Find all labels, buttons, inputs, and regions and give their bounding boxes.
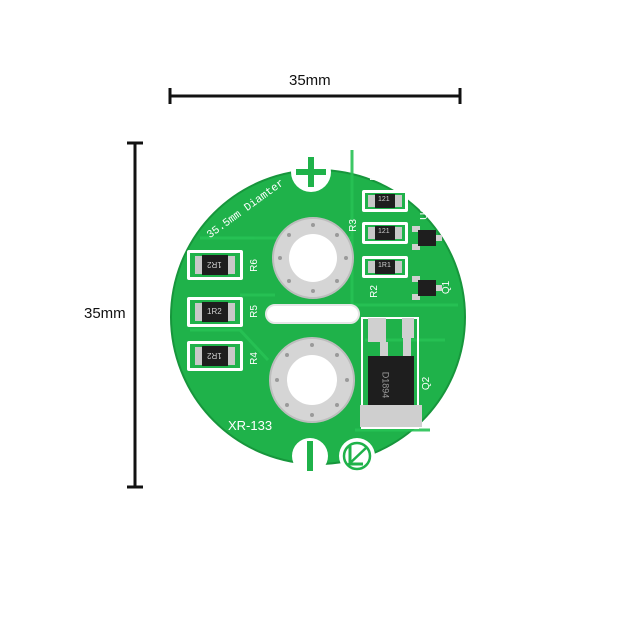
transistor-q1 bbox=[412, 276, 442, 300]
width-dimension-line bbox=[168, 88, 462, 104]
height-dimension-line bbox=[127, 141, 143, 489]
marking-r4: 1R2 bbox=[207, 351, 222, 360]
designator-r3: R3 bbox=[347, 219, 359, 232]
ic-u1 bbox=[412, 226, 442, 250]
designator-r4: R4 bbox=[248, 352, 260, 365]
marking-r2: 1R1 bbox=[378, 262, 391, 269]
marking-r1: 121 bbox=[378, 196, 390, 203]
plus-polarity-icon bbox=[291, 152, 331, 192]
minus-polarity-icon bbox=[292, 438, 328, 474]
marking-r5: 1R2 bbox=[207, 307, 222, 316]
resistor-r5 bbox=[187, 297, 243, 327]
lead-free-icon bbox=[339, 438, 375, 474]
designator-r1: R1 bbox=[368, 168, 380, 181]
resistor-r3 bbox=[362, 222, 408, 244]
designator-r5: R5 bbox=[248, 305, 260, 318]
resistor-r6 bbox=[187, 250, 243, 280]
designator-q2: Q2 bbox=[421, 376, 433, 391]
copper-traces bbox=[190, 150, 458, 432]
designator-r2: R2 bbox=[368, 285, 380, 298]
height-dimension-label: 35mm bbox=[84, 305, 126, 322]
pad-vias bbox=[275, 223, 349, 417]
marking-r6: 1R2 bbox=[207, 260, 222, 269]
marking-r3: 121 bbox=[378, 228, 390, 235]
resistor-r1 bbox=[362, 190, 408, 212]
resistor-r4 bbox=[187, 341, 243, 371]
upper-terminal-pad bbox=[272, 217, 354, 299]
lower-terminal-pad bbox=[269, 337, 355, 423]
resistor-r2 bbox=[362, 256, 408, 278]
designator-u1: U1 bbox=[418, 207, 430, 220]
width-dimension-label: 35mm bbox=[289, 72, 331, 89]
mosfet-q2 bbox=[360, 317, 422, 429]
silkscreen-xr133: XR-133 bbox=[228, 418, 273, 433]
designator-q1: Q1 bbox=[441, 280, 453, 295]
board-slot bbox=[265, 304, 360, 324]
marking-q2: D1894 bbox=[380, 371, 391, 399]
designator-r6: R6 bbox=[248, 259, 260, 272]
